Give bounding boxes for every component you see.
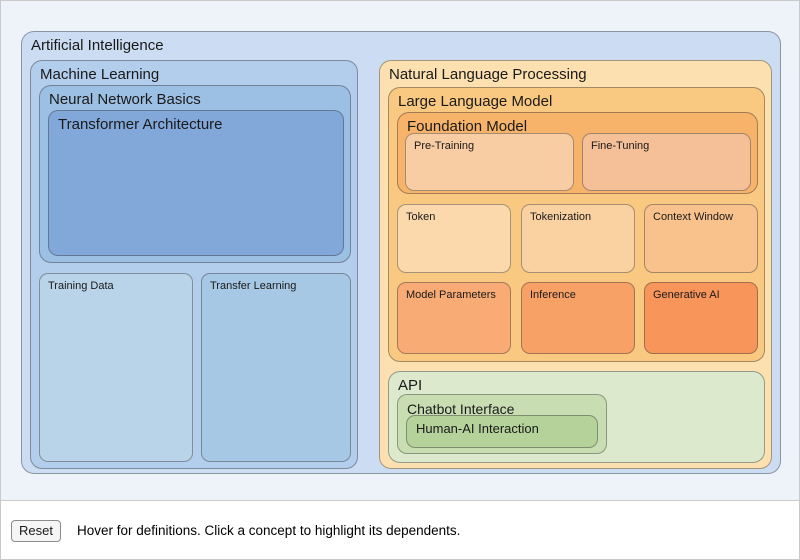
concept-label: Chatbot Interface bbox=[407, 401, 515, 417]
concept-label: Natural Language Processing bbox=[389, 66, 587, 83]
toolbar: Reset Hover for definitions. Click a con… bbox=[1, 501, 799, 559]
concept-inference[interactable]: Inference bbox=[521, 282, 635, 354]
concept-label: API bbox=[398, 377, 423, 394]
concept-context-window[interactable]: Context Window bbox=[644, 204, 758, 273]
concept-label: Foundation Model bbox=[407, 118, 528, 135]
concept-human-ai-interaction[interactable]: Human-AI Interaction bbox=[406, 415, 598, 448]
concept-label: Fine-Tuning bbox=[591, 140, 650, 152]
concept-label: Transfer Learning bbox=[210, 280, 297, 292]
concept-label: Neural Network Basics bbox=[49, 91, 201, 108]
concept-transfer-learning[interactable]: Transfer Learning bbox=[201, 273, 351, 462]
concept-label: Large Language Model bbox=[398, 93, 553, 110]
concept-chatbot-interface[interactable]: Chatbot Interface Human-AI Interaction bbox=[397, 394, 607, 454]
concept-map-canvas: Artificial Intelligence Machine Learning… bbox=[1, 1, 799, 501]
concept-fine-tuning[interactable]: Fine-Tuning bbox=[582, 133, 751, 191]
concept-label: Training Data bbox=[48, 280, 114, 292]
concept-label: Transformer Architecture bbox=[58, 116, 223, 133]
concept-label: Model Parameters bbox=[406, 289, 496, 301]
concept-training-data[interactable]: Training Data bbox=[39, 273, 193, 462]
instructions-text: Hover for definitions. Click a concept t… bbox=[76, 523, 461, 538]
concept-artificial-intelligence[interactable]: Artificial Intelligence Machine Learning… bbox=[21, 31, 781, 474]
concept-label: Machine Learning bbox=[40, 66, 160, 83]
concept-label: Generative AI bbox=[653, 289, 720, 301]
concept-label: Pre-Training bbox=[414, 140, 475, 152]
concept-natural-language-processing[interactable]: Natural Language Processing Large Langua… bbox=[379, 60, 772, 469]
concept-foundation-model[interactable]: Foundation Model Pre-Training Fine-Tunin… bbox=[397, 112, 758, 194]
concept-generative-ai[interactable]: Generative AI bbox=[644, 282, 758, 354]
concept-label: Human-AI Interaction bbox=[416, 421, 539, 436]
concept-pre-training[interactable]: Pre-Training bbox=[405, 133, 574, 191]
concept-transformer-architecture[interactable]: Transformer Architecture bbox=[48, 110, 344, 256]
concept-label: Token bbox=[406, 211, 436, 223]
concept-model-parameters[interactable]: Model Parameters bbox=[397, 282, 511, 354]
concept-label: Artificial Intelligence bbox=[31, 37, 164, 54]
concept-neural-network-basics[interactable]: Neural Network Basics Transformer Archit… bbox=[39, 85, 351, 263]
concept-tokenization[interactable]: Tokenization bbox=[521, 204, 635, 273]
concept-label: Inference bbox=[530, 289, 576, 301]
concept-machine-learning[interactable]: Machine Learning Neural Network Basics T… bbox=[30, 60, 358, 469]
concept-token[interactable]: Token bbox=[397, 204, 511, 273]
concept-large-language-model[interactable]: Large Language Model Foundation Model Pr… bbox=[388, 87, 765, 362]
concept-label: Tokenization bbox=[530, 211, 592, 223]
concept-label: Context Window bbox=[653, 211, 734, 223]
concept-api[interactable]: API Chatbot Interface Human-AI Interacti… bbox=[388, 371, 765, 463]
reset-button[interactable]: Reset bbox=[11, 519, 61, 542]
